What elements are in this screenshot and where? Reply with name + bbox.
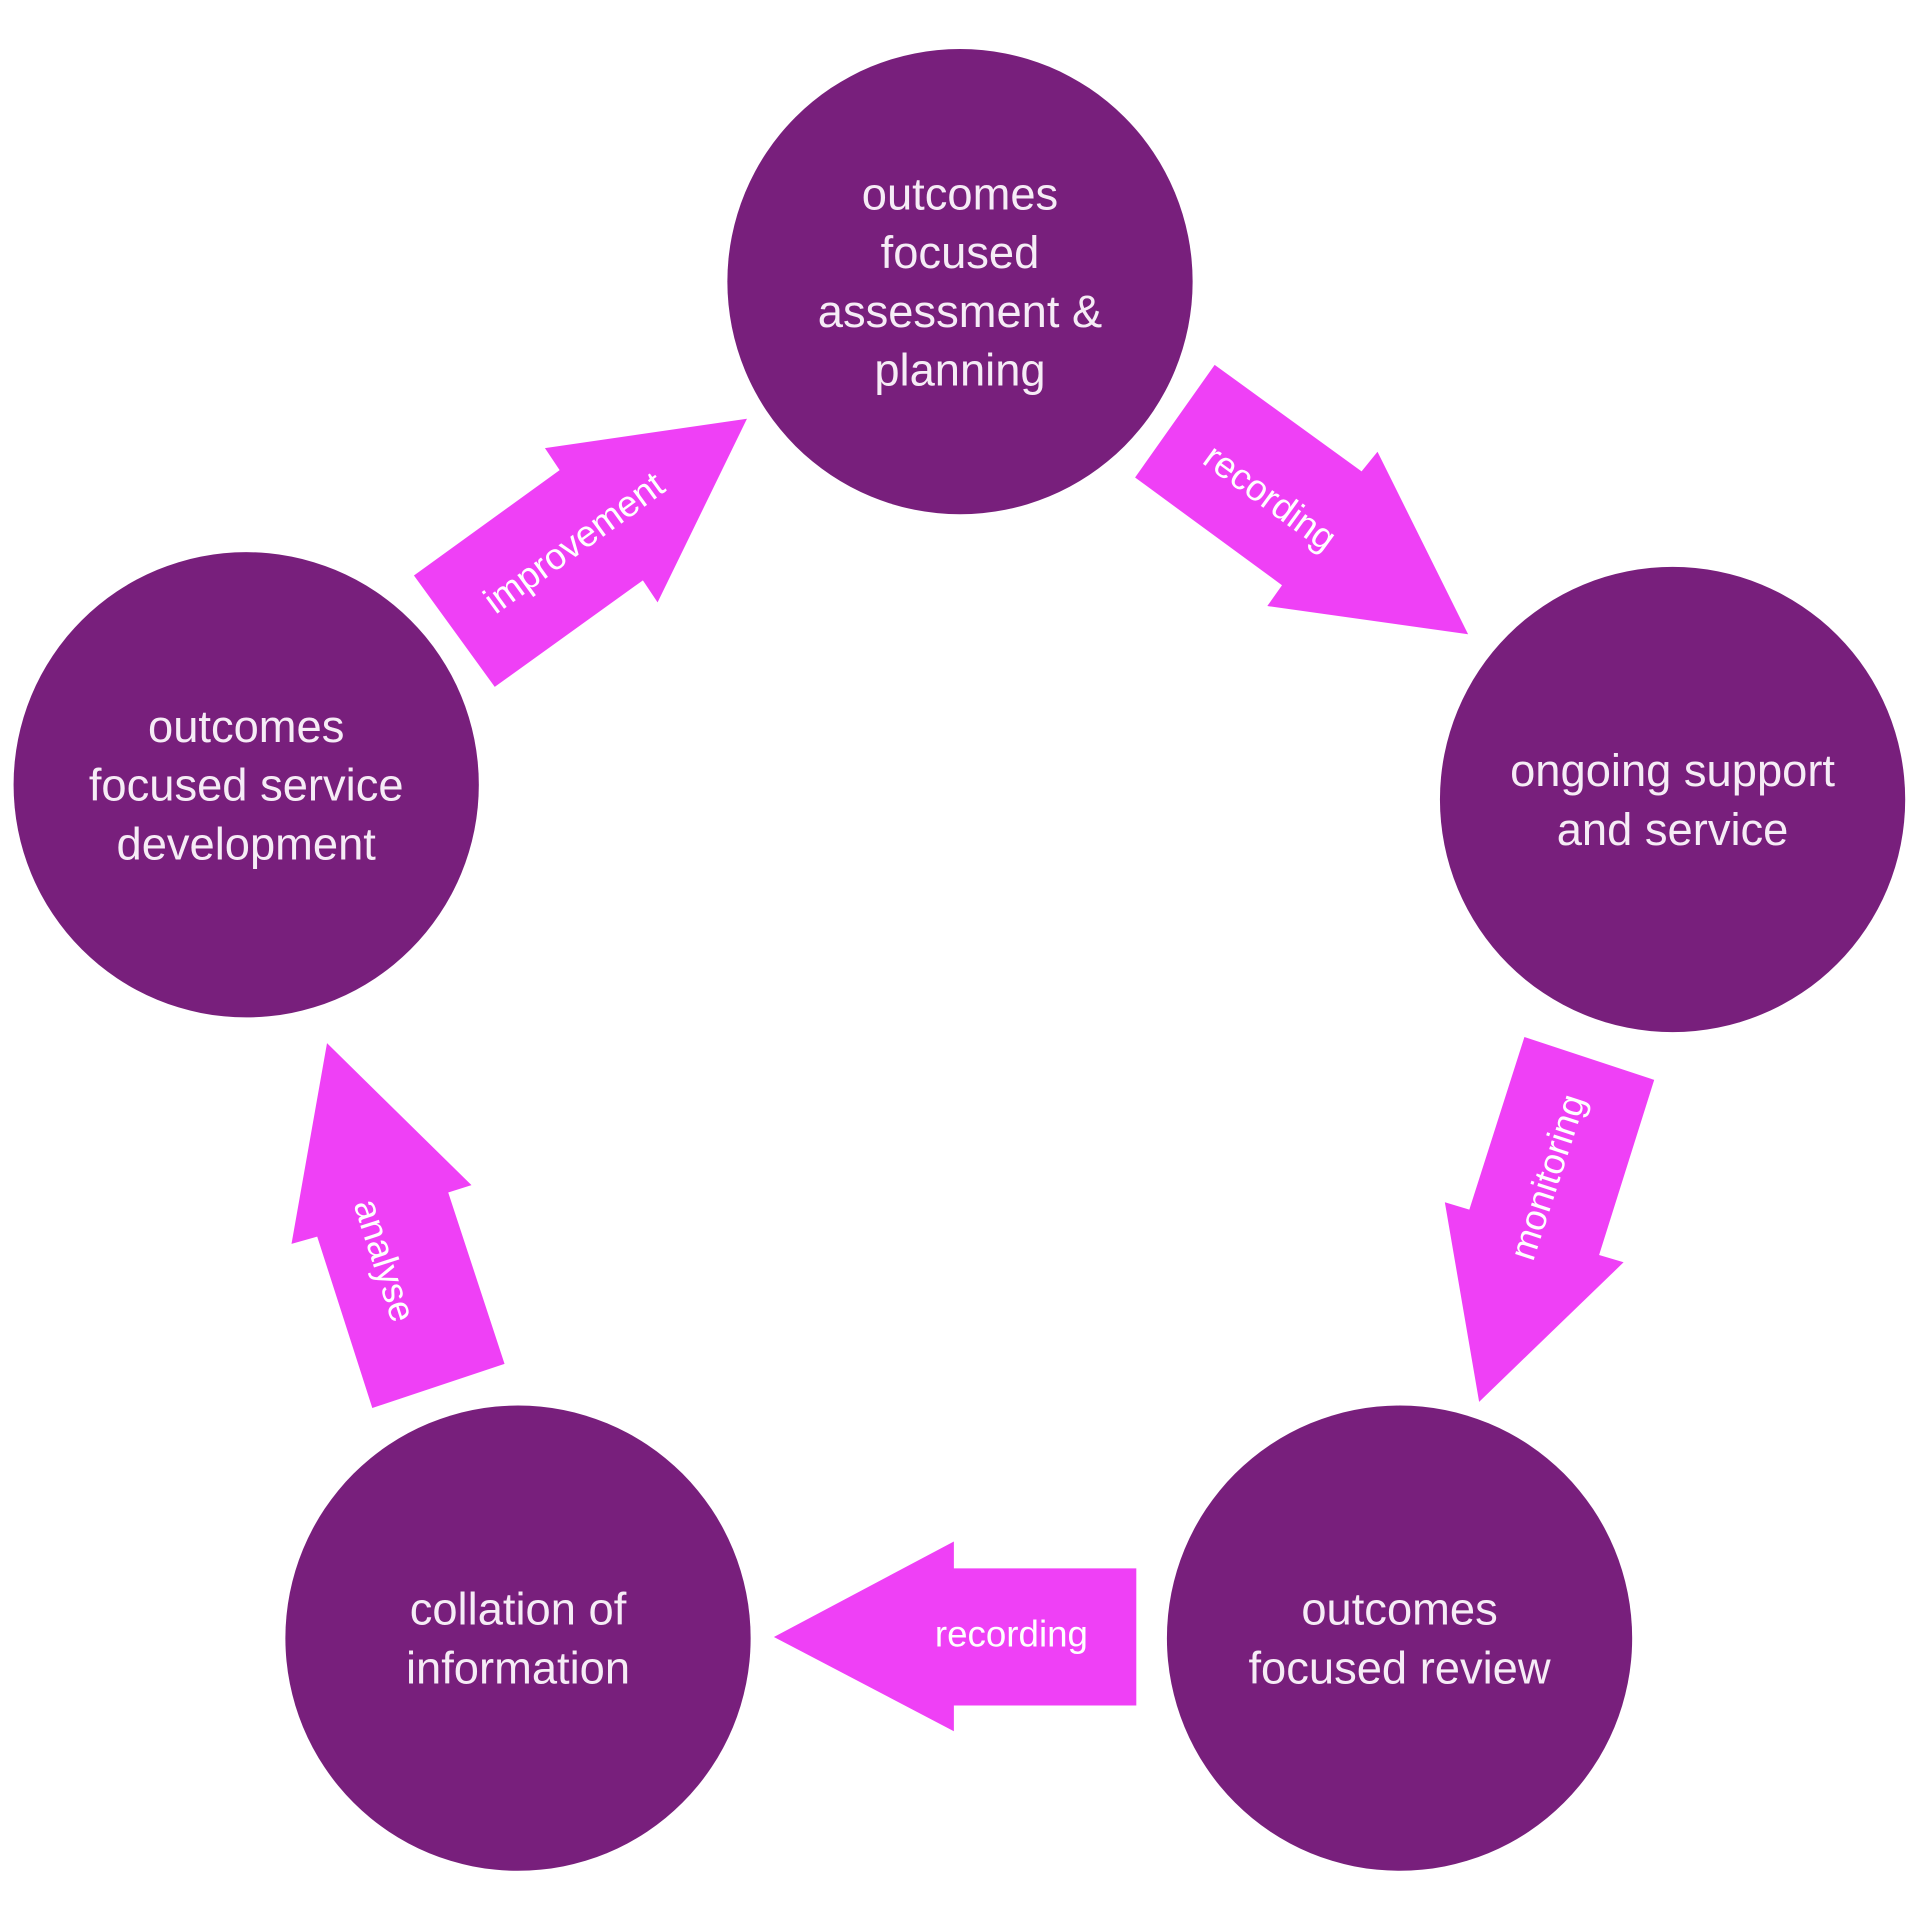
node-4: outcomes focused service development (13, 552, 479, 1018)
node-3: collation of information (285, 1405, 751, 1871)
node-label-line: collation of (410, 1584, 627, 1635)
arrow-recording-2: recording (773, 1541, 1137, 1732)
arrow-shape (1444, 1037, 1655, 1402)
arrow-monitoring: monitoring (1444, 1037, 1655, 1402)
arrow-shape (291, 1043, 505, 1408)
node-circle (727, 48, 1193, 515)
node-label-line: outcomes (148, 701, 344, 752)
node-1: ongoing support and service (1439, 566, 1906, 1033)
arrow-recording-1: recording (1135, 364, 1469, 635)
node-2: outcomes focused review (1166, 1405, 1633, 1871)
arrows: recording monitoring recording analyse i… (291, 364, 1655, 1732)
node-label-line: focused review (1248, 1642, 1550, 1693)
node-label-line: focused (881, 227, 1040, 278)
node-label-line: information (406, 1642, 630, 1693)
node-label-line: planning (874, 345, 1045, 396)
node-label-line: development (117, 818, 377, 869)
arrow-shape (1135, 364, 1469, 635)
node-label-line: assessment & (818, 286, 1102, 337)
node-circle (285, 1405, 751, 1871)
node-circle (13, 552, 479, 1018)
arrow-label: recording (935, 1614, 1088, 1655)
node-label-line: outcomes (1301, 1584, 1497, 1635)
node-label-line: focused service (89, 760, 404, 811)
node-label-line: and service (1557, 804, 1789, 855)
nodes: outcomes focused assessment & planning ongoi… (13, 48, 1906, 1871)
arrow-improvement: improvement (413, 418, 747, 687)
node-0: outcomes focused assessment & planning (727, 48, 1193, 515)
arrow-shape (773, 1541, 1137, 1732)
arrow-shape (413, 418, 747, 687)
node-circle (1439, 566, 1906, 1033)
node-label-line: ongoing support (1510, 745, 1835, 796)
node-circle (1166, 1405, 1633, 1871)
arrow-analyse: analyse (291, 1043, 505, 1408)
node-label-line: outcomes (862, 168, 1058, 219)
